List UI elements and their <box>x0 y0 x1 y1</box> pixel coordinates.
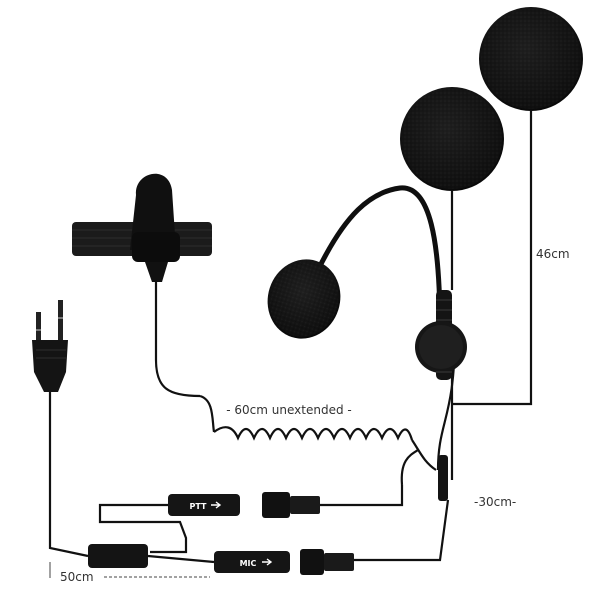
mic-connector-label: MIC <box>240 559 257 568</box>
inline-clip-knob <box>415 290 467 501</box>
label-plug-cable: 50cm <box>60 570 94 584</box>
measurement-labels: - 60cm unextended - 46cm -30cm- 50cm <box>49 247 570 584</box>
label-headset-cable: -30cm- <box>474 495 516 509</box>
ptt-connector: PTT <box>168 492 320 518</box>
mic-connector: MIC <box>214 549 354 575</box>
speaker-pad-right <box>479 7 583 111</box>
label-speaker-cable: 46cm <box>536 247 570 261</box>
radio-plug <box>32 300 89 558</box>
ptt-clip <box>72 173 212 282</box>
ptt-cable <box>98 485 450 562</box>
inline-junction-box <box>88 544 215 568</box>
label-coiled-length: - 60cm unextended - <box>226 403 351 417</box>
ptt-connector-label: PTT <box>190 502 208 511</box>
coiled-cable <box>154 282 437 486</box>
boom-microphone <box>267 185 443 339</box>
speaker-pad-left <box>400 87 504 191</box>
